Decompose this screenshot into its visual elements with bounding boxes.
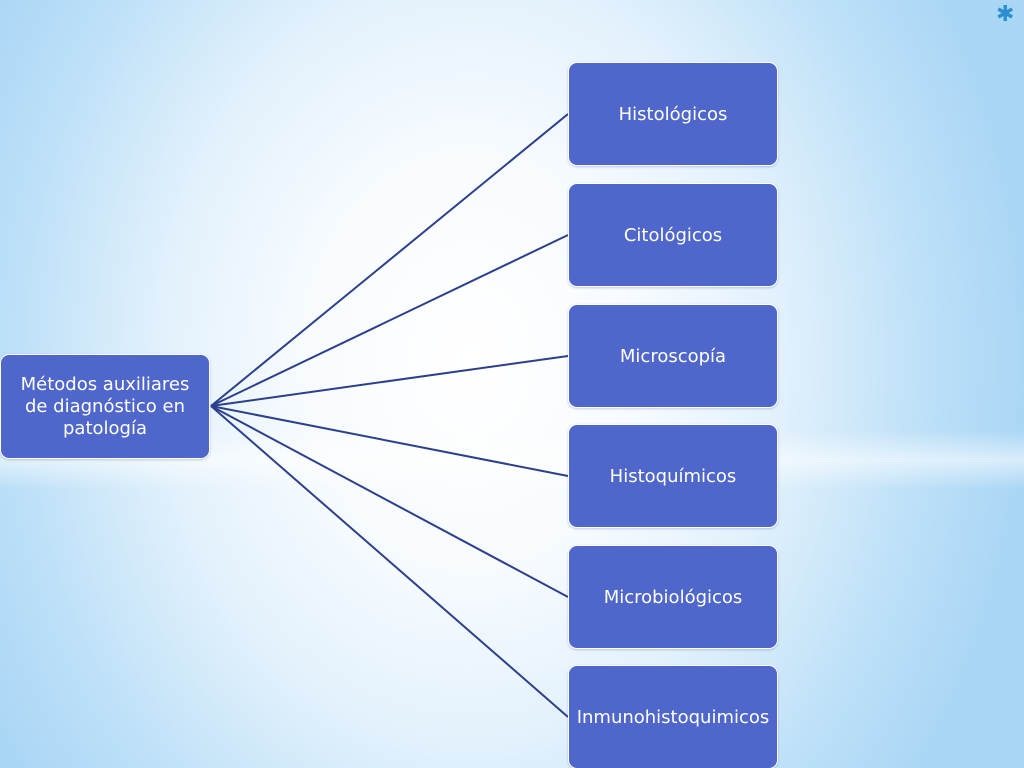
root-node[interactable]: Métodos auxiliares de diagnóstico en pat… — [0, 354, 210, 459]
connector-citologicos — [210, 234, 569, 407]
connector-inmunohistoquimicos — [210, 405, 569, 718]
child-node-citologicos[interactable]: Citológicos — [568, 183, 778, 287]
child-node-label: Microbiológicos — [603, 586, 743, 608]
child-node-label: Inmunohistoquimicos — [576, 706, 770, 728]
child-node-label: Histológicos — [618, 103, 728, 125]
root-node-label: Métodos auxiliares de diagnóstico en pat… — [20, 373, 190, 439]
child-node-microbiologicos[interactable]: Microbiológicos — [568, 545, 778, 649]
child-node-inmunohistoquimicos[interactable]: Inmunohistoquimicos — [568, 665, 778, 768]
child-node-label: Microscopía — [619, 345, 727, 367]
connector-microbiologicos — [210, 405, 569, 598]
child-node-label: Histoquímicos — [609, 465, 737, 487]
connector-histologicos — [210, 113, 569, 407]
connector-microscopia — [210, 355, 569, 407]
child-node-histoquimicos[interactable]: Histoquímicos — [568, 424, 778, 528]
star-icon: ✱ — [996, 2, 1015, 27]
child-node-label: Citológicos — [623, 224, 723, 246]
connector-histoquimicos — [210, 405, 569, 477]
child-node-microscopia[interactable]: Microscopía — [568, 304, 778, 408]
child-node-histologicos[interactable]: Histológicos — [568, 62, 778, 166]
